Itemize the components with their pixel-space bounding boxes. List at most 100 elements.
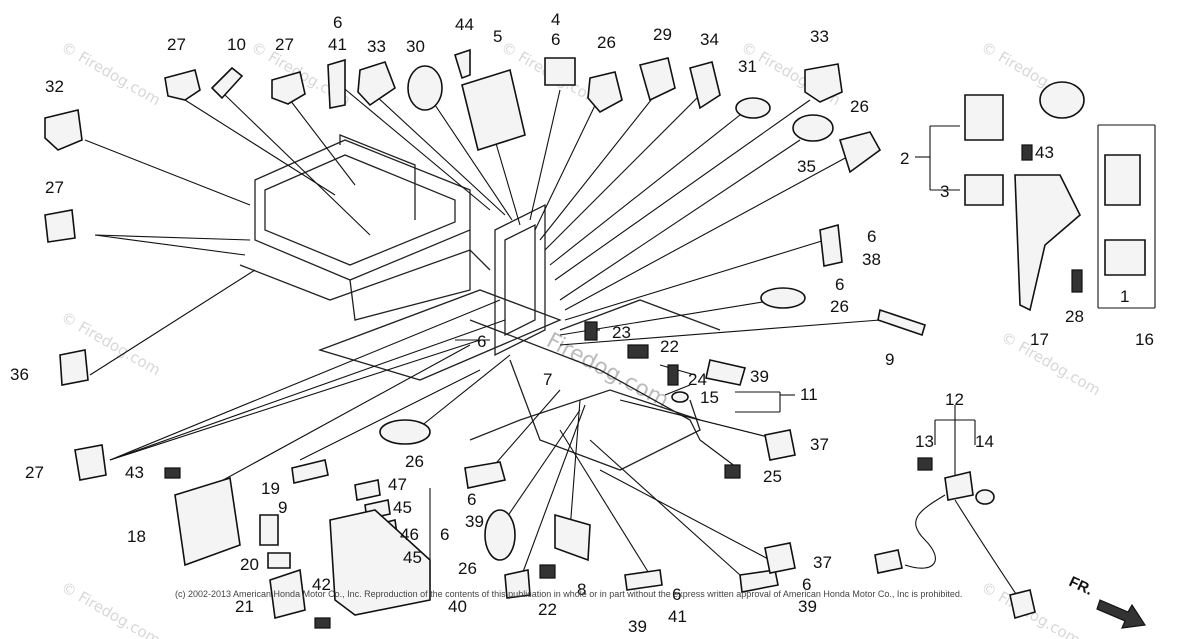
callout-label: 41 — [328, 35, 347, 54]
clamp-37b — [764, 542, 796, 574]
callout-label: 38 — [862, 250, 881, 269]
callout-label: 33 — [367, 37, 386, 56]
clamp-29 — [639, 57, 676, 102]
callout-label: 6 — [440, 525, 449, 544]
callout-label: 41 — [668, 607, 687, 626]
bracket-41 — [327, 58, 346, 109]
callout-label: 26 — [597, 33, 616, 52]
callout-label: 7 — [543, 370, 552, 389]
callout-label: 42 — [312, 575, 331, 594]
callout-label: 10 — [227, 35, 246, 54]
callout-label: 36 — [10, 365, 29, 384]
clip-27b — [271, 70, 306, 105]
callout-label: 6 — [672, 585, 681, 604]
callouts: 27 10 27 6 41 33 30 44 4 6 5 26 29 34 31… — [10, 10, 1154, 636]
callout-label: 39 — [628, 617, 647, 636]
callout-label: 24 — [688, 370, 707, 389]
bolt-42 — [314, 617, 331, 629]
callout-label: 40 — [448, 597, 467, 616]
bracket-21 — [269, 568, 306, 620]
grommet-31 — [735, 97, 771, 119]
clamp-37a — [764, 429, 796, 461]
callout-label: 27 — [45, 178, 64, 197]
callout-label: 6 — [551, 30, 560, 49]
bracket-17 — [1014, 174, 1081, 312]
callout-label: 12 — [945, 390, 964, 409]
callout-label: 9 — [885, 350, 894, 369]
bolt-22b — [539, 564, 556, 579]
callout-label: 5 — [493, 27, 502, 46]
clamp-26b — [838, 131, 882, 174]
callout-label: 26 — [405, 452, 424, 471]
callout-label: 37 — [810, 435, 829, 454]
clamp-26a — [587, 71, 623, 114]
cover-2 — [964, 94, 1004, 141]
clip-36 — [59, 349, 89, 386]
bracket-8 — [554, 513, 591, 562]
clamp-34 — [689, 61, 721, 110]
bolt-23 — [584, 321, 598, 341]
clamp-38 — [819, 223, 843, 267]
callout-label: 47 — [388, 475, 407, 494]
relay-16 — [1104, 154, 1141, 206]
fusebox-40 — [329, 509, 431, 616]
callout-label: 46 — [400, 525, 419, 544]
callout-label: 25 — [763, 467, 782, 486]
clip-27a — [164, 69, 201, 101]
callout-label: 32 — [45, 77, 64, 96]
callout-label: 45 — [403, 548, 422, 567]
callout-label: 35 — [797, 157, 816, 176]
callout-label: 6 — [333, 13, 342, 32]
callout-label: 22 — [538, 600, 557, 619]
module-5 — [461, 68, 526, 152]
callout-label: 4 — [551, 10, 560, 29]
watermark-text: © Firedog.com — [58, 38, 164, 109]
callout-label: 39 — [750, 367, 769, 386]
callout-label: 45 — [393, 498, 412, 517]
callout-label: 37 — [813, 553, 832, 572]
cap-14 — [975, 489, 995, 505]
clip-32 — [44, 109, 83, 151]
direction-arrow — [1096, 599, 1147, 629]
bolt-13 — [917, 457, 933, 471]
bolt-43a — [1021, 144, 1033, 161]
socket-1 — [1104, 239, 1146, 276]
clamp-33a — [357, 61, 396, 107]
callout-label: 39 — [798, 597, 817, 616]
leader-lines — [84, 84, 976, 591]
callout-label: 43 — [125, 463, 144, 482]
callout-label: 22 — [660, 337, 679, 356]
callout-label: 20 — [240, 555, 259, 574]
copyright-notice: (c) 2002-2013 American Honda Motor Co., … — [175, 589, 962, 599]
callout-label: 31 — [738, 57, 757, 76]
clip-27c — [44, 209, 76, 243]
clip-41 — [624, 569, 663, 591]
callout-label: 27 — [25, 463, 44, 482]
clamp-39b — [464, 461, 506, 489]
watermark-text: © Firedog.com — [58, 578, 164, 639]
callout-label: 29 — [653, 25, 672, 44]
callout-label: 30 — [406, 37, 425, 56]
band-26c — [760, 287, 806, 309]
grommet-30 — [407, 65, 443, 111]
callout-label: 21 — [235, 597, 254, 616]
bolt-28 — [1071, 269, 1083, 293]
clip-39d — [739, 569, 779, 593]
callout-label: 17 — [1030, 330, 1049, 349]
callout-label: 6 — [802, 575, 811, 594]
part-shapes — [44, 48, 1156, 629]
clip-39c — [504, 569, 531, 599]
band-26e — [484, 509, 516, 561]
callout-label: 23 — [612, 323, 631, 342]
callout-label: 43 — [1035, 143, 1054, 162]
grommet-35b — [1039, 81, 1085, 119]
frame-structure — [239, 134, 721, 471]
callout-label: 15 — [700, 388, 719, 407]
fuse-47 — [354, 479, 381, 501]
unit-18 — [174, 476, 241, 567]
bracket-39a — [705, 359, 747, 386]
callout-label: 3 — [940, 182, 949, 201]
harness-plug-2 — [874, 549, 903, 574]
callout-label: 39 — [465, 512, 484, 531]
